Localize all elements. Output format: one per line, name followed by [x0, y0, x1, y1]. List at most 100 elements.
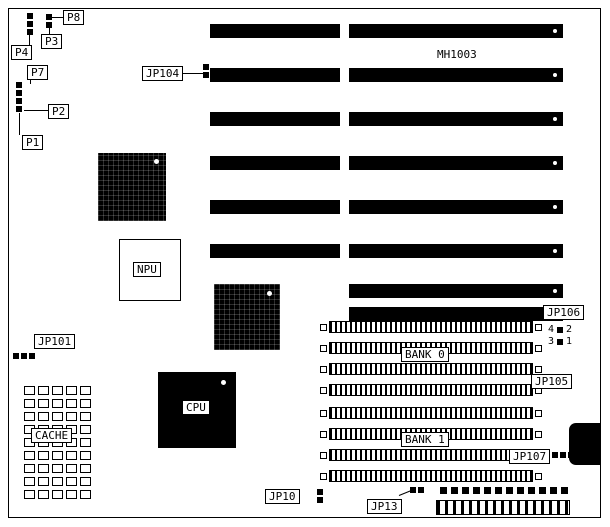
isa-slot-segment-right	[349, 284, 563, 298]
jumper-pin	[410, 487, 416, 493]
cache-chip	[66, 490, 77, 499]
cache-chip	[80, 412, 91, 421]
solder-pad	[539, 487, 546, 494]
solder-pad	[462, 487, 469, 494]
pin1-dot-icon	[267, 291, 272, 296]
isa-slot-segment-right	[349, 156, 563, 170]
cache-chip	[24, 386, 35, 395]
cache-chip	[66, 412, 77, 421]
cache-label: CACHE	[31, 428, 73, 443]
leader-line	[52, 17, 63, 18]
cache-chip	[24, 477, 35, 486]
jp106-pin-row-bottom: 3 1	[548, 336, 572, 348]
cache-chip	[38, 451, 49, 460]
cache-chip	[52, 464, 63, 473]
cache-chip	[24, 399, 35, 408]
simm-socket	[320, 320, 542, 334]
cache-chip	[80, 451, 91, 460]
jumper-label-p3: P3	[41, 34, 63, 49]
jp106-pin-icon	[557, 327, 564, 333]
leader-line	[49, 28, 50, 34]
isa-slot-segment-left	[210, 200, 340, 214]
simm-socket	[320, 406, 542, 420]
jumper-pin	[27, 13, 33, 19]
simm-socket	[320, 383, 542, 397]
npu-label: NPU	[133, 262, 161, 277]
qfp-chip-lower	[214, 284, 280, 350]
jumper-label-jp106: JP106	[543, 305, 585, 320]
jumper-pin	[46, 14, 52, 20]
cache-chip	[80, 438, 91, 447]
jumper-pin	[568, 452, 574, 458]
jumper-pin	[29, 353, 35, 359]
model-number: MH1003	[437, 48, 477, 61]
jumper-label-p2: P2	[48, 104, 70, 119]
solder-pad	[495, 487, 502, 494]
jp106-pin-icon	[557, 339, 564, 345]
solder-pad	[528, 487, 535, 494]
isa-slot-segment-right	[349, 307, 563, 321]
jumper-pin	[317, 489, 323, 495]
simm-latch	[320, 451, 327, 459]
simm-socket	[320, 362, 542, 376]
jumper-pin	[21, 353, 27, 359]
cache-chip	[80, 386, 91, 395]
cache-chip	[24, 451, 35, 460]
simm-latch	[320, 386, 327, 394]
power-connector	[436, 500, 570, 515]
cache-chip	[38, 490, 49, 499]
cache-chip	[66, 451, 77, 460]
solder-pad	[506, 487, 513, 494]
cache-chip	[80, 464, 91, 473]
solder-pad	[451, 487, 458, 494]
solder-pad	[473, 487, 480, 494]
cache-chip	[24, 412, 35, 421]
isa-slot-segment-left	[210, 24, 340, 38]
solder-pad	[484, 487, 491, 494]
jumper-pin	[16, 98, 22, 104]
simm-latch	[320, 472, 327, 480]
jumper-pin	[317, 497, 323, 503]
cache-chip	[38, 399, 49, 408]
isa-slot-segment-right	[349, 200, 563, 214]
cache-chip	[80, 425, 91, 434]
simm-latch	[535, 430, 542, 438]
simm-latch	[535, 472, 542, 480]
jumper-pin	[552, 452, 558, 458]
jumper-label-p7: P7	[27, 65, 49, 80]
simm-latch	[535, 409, 542, 417]
leader-line	[24, 110, 48, 111]
simm-latch	[320, 430, 327, 438]
solder-pad	[561, 487, 568, 494]
cache-chip	[24, 464, 35, 473]
solder-pad	[440, 487, 447, 494]
bank1-label: BANK 1	[401, 432, 449, 447]
simm-latch	[320, 409, 327, 417]
jumper-label-p1: P1	[22, 135, 44, 150]
isa-slot-segment-left	[210, 68, 340, 82]
isa-slot-segment-left	[210, 156, 340, 170]
cache-chip	[52, 399, 63, 408]
jumper-label-jp13: JP13	[367, 499, 402, 514]
leader-line	[19, 113, 20, 135]
jumper-label-jp105: JP105	[531, 374, 573, 389]
simm-contacts	[329, 407, 533, 419]
simm-contacts	[329, 470, 533, 482]
jp106-pin2-label: 2	[566, 324, 573, 335]
cache-chip	[66, 464, 77, 473]
cache-chip	[66, 477, 77, 486]
jp106-pin3-label: 3	[548, 336, 555, 347]
cpu-chip: CPU	[158, 372, 236, 448]
cache-chip	[38, 386, 49, 395]
cache-chip	[52, 490, 63, 499]
jp106-pin4-label: 4	[548, 324, 555, 335]
cache-chip	[80, 490, 91, 499]
cache-chip	[66, 386, 77, 395]
jumper-label-jp101: JP101	[34, 334, 76, 349]
simm-contacts	[329, 321, 533, 333]
jumper-pin	[13, 353, 19, 359]
cpu-label: CPU	[182, 400, 210, 415]
solder-pad	[517, 487, 524, 494]
jumper-pin	[203, 72, 209, 78]
